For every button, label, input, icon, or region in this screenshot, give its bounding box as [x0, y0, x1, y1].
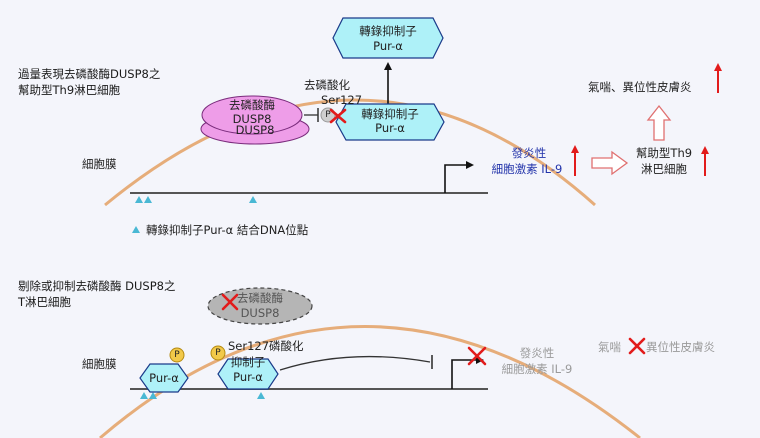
- red-x-icon: [221, 293, 239, 311]
- binding-site-triangle-icon: [140, 392, 148, 399]
- dusp8-front-line2: DUSP8: [232, 112, 272, 126]
- dusp8-gray-line1: 去磷酸酶: [237, 291, 283, 305]
- phospho-p-letter: P: [215, 348, 221, 358]
- hollow-arrow-right-icon: [591, 150, 629, 176]
- il9-bottom-line1: 發炎性: [519, 346, 555, 360]
- il9-line1: 發炎性: [511, 146, 547, 160]
- dephos-label: 去磷酸化: [304, 78, 350, 92]
- phospho-p-icon: [210, 345, 226, 361]
- repressor-bound-line2: Pur-α: [375, 121, 405, 135]
- bottom-membrane-label: 細胞膜: [82, 357, 117, 371]
- phospho-p-letter: P: [174, 350, 180, 360]
- binding-site-triangle-icon: [132, 226, 140, 233]
- red-x-icon: [628, 337, 646, 355]
- repressor-bound-hexagon: [335, 103, 445, 141]
- disease-up-arrow-head: [714, 63, 722, 71]
- disease-label: 氣喘、異位性皮膚炎: [588, 80, 692, 94]
- repressor-top-line1: 轉錄抑制子: [359, 24, 417, 38]
- th9-up-arrow-head: [701, 146, 709, 154]
- dusp8-front-ellipse: [201, 95, 303, 135]
- th9-line2: 淋巴細胞: [641, 162, 687, 176]
- dusp8-gray-line2: DUSP8: [240, 306, 280, 320]
- disease-bottom-right: 異位性皮膚炎: [646, 340, 715, 354]
- inhibition-curve: [279, 355, 431, 371]
- dusp8-back-label: DUSP8: [235, 123, 275, 137]
- binding-site-triangle-icon: [149, 392, 157, 399]
- phospho-p-icon: [169, 347, 185, 363]
- binding-site-triangle-icon: [135, 196, 143, 203]
- repressor-bottom-line1: 抑制子: [230, 355, 266, 369]
- legend-label: 轉錄抑制子Pur-α 結合DNA位點: [146, 223, 309, 237]
- top-title-line1: 過量表現去磷酸酶DUSP8之: [18, 67, 161, 81]
- binding-site-triangle-icon: [257, 392, 265, 399]
- repressor-bound-line1: 轉錄抑制子: [361, 107, 419, 121]
- binding-site-triangle-icon: [249, 196, 257, 203]
- disease-bottom-left: 氣喘: [598, 340, 621, 354]
- il9-bottom-line2: 細胞激素 IL-9: [501, 362, 573, 376]
- top-membrane-label: 細胞膜: [82, 157, 117, 171]
- ser127-phos-label: Ser127磷酸化: [228, 339, 304, 353]
- repressor-top-hexagon: [332, 17, 444, 59]
- il9-line2: 細胞激素 IL-9: [491, 162, 563, 176]
- cell-membrane-top: [104, 98, 596, 207]
- top-title-line2: 幫助型Th9淋巴細胞: [18, 83, 121, 97]
- bottom-title-line2: T淋巴細胞: [18, 295, 72, 309]
- repressor-top-line2: Pur-α: [373, 39, 403, 53]
- repressor-bottom-line2: Pur-α: [233, 370, 263, 384]
- red-x-icon: [467, 346, 487, 366]
- phospho-p-letter: P: [325, 110, 331, 120]
- pura-left-hexagon: [139, 363, 189, 393]
- binding-site-triangle-icon: [144, 196, 152, 203]
- ser127-label: Ser127: [321, 93, 363, 107]
- pura-left-label: Pur-α: [149, 371, 179, 385]
- promoter-arrow-icon: [451, 356, 484, 389]
- red-x-icon: [329, 108, 347, 124]
- il9-up-arrow-head: [571, 145, 579, 153]
- th9-line1: 幫助型Th9: [635, 146, 693, 160]
- hollow-arrow-up-icon: [646, 104, 672, 141]
- bottom-title-line1: 剔除或抑制去磷酸酶 DUSP8之: [18, 279, 176, 293]
- promoter-arrow-icon: [444, 161, 474, 193]
- repressor-bottom-hexagon: [217, 358, 279, 390]
- dusp8-front-line1: 去磷酸酶: [229, 98, 275, 112]
